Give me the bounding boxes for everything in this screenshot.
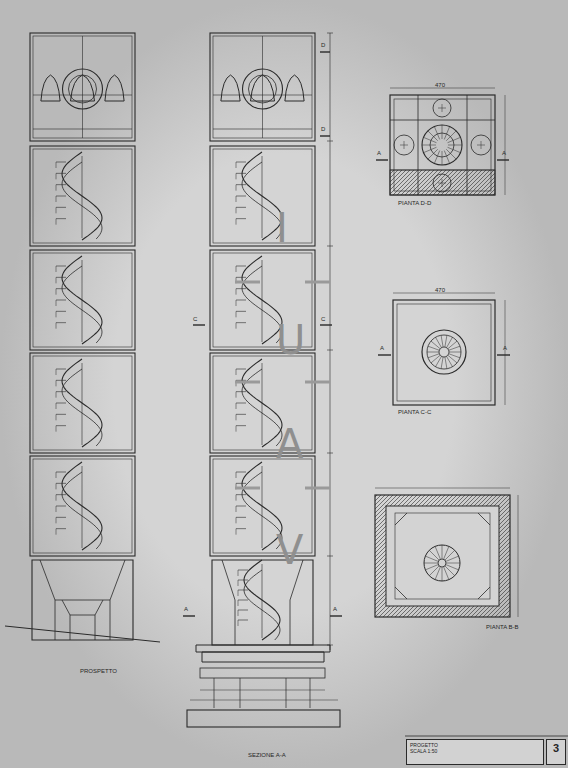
- title-block-cell: PROGETTOSCALA 1:50: [406, 739, 544, 765]
- title-block: [405, 736, 568, 737]
- cell-text: SCALA 1:50: [410, 748, 540, 754]
- watermark-letter: A: [276, 424, 303, 464]
- elevation-drawing: [5, 33, 160, 642]
- section-marker: A: [333, 606, 337, 612]
- plan-d-drawing: [376, 88, 509, 195]
- cell-text: 3: [550, 742, 562, 755]
- view-title: PIANTA D-D: [398, 200, 431, 206]
- plan-b-drawing: [375, 488, 518, 617]
- watermark-letter: V: [276, 530, 303, 570]
- plan-c-drawing: [378, 293, 510, 405]
- watermark-letter: I: [276, 208, 288, 248]
- section-marker: A: [502, 150, 506, 156]
- dimension: 470: [435, 82, 445, 88]
- section-marker: C: [321, 316, 325, 322]
- section-marker: A: [380, 345, 384, 351]
- section-marker: A: [377, 150, 381, 156]
- watermark-rules: [235, 282, 330, 488]
- section-marker: A: [184, 606, 188, 612]
- cell-text: PROGETTO: [410, 742, 540, 748]
- view-title: SEZIONE A-A: [248, 752, 286, 758]
- section-drawing: [183, 33, 342, 727]
- section-marker: C: [193, 316, 197, 322]
- dimension: 470: [435, 287, 445, 293]
- section-marker: A: [503, 345, 507, 351]
- view-title: PROSPETTO: [80, 668, 117, 674]
- view-title: PIANTA B-B: [486, 624, 519, 630]
- section-marker: D: [321, 126, 325, 132]
- watermark-letter: U: [276, 320, 305, 360]
- section-marker: D: [321, 42, 325, 48]
- view-title: PIANTA C-C: [398, 409, 431, 415]
- sheet-number: 3: [546, 739, 566, 765]
